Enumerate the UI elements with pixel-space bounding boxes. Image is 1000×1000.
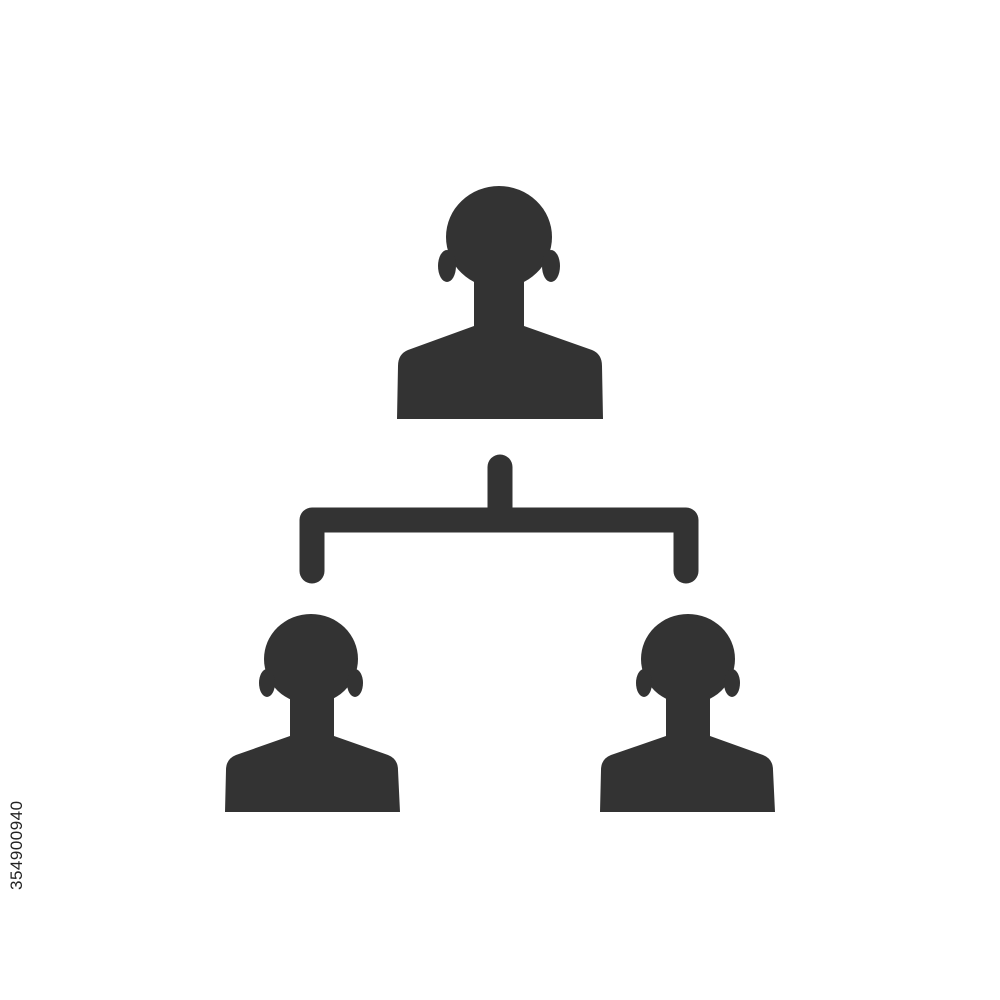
connector-lines (299, 454, 699, 584)
left-person-icon (225, 614, 400, 812)
top-person-icon (397, 186, 603, 419)
right-person-icon (600, 614, 775, 812)
stock-id-label: 354900940 (7, 800, 26, 890)
